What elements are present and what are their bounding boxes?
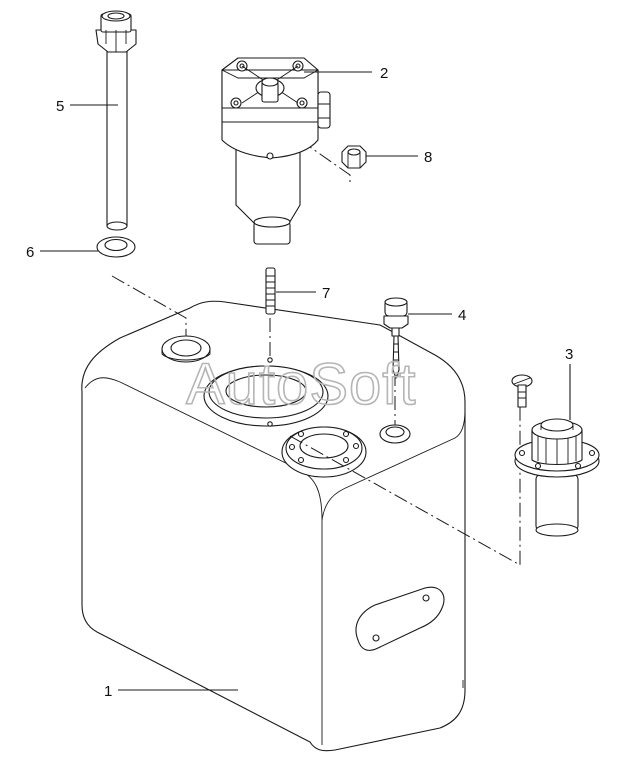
threaded-stud (265, 267, 276, 315)
side-cover-plate (355, 586, 445, 651)
breather-dipstick (383, 297, 409, 379)
leader-lines (40, 71, 571, 691)
callout-3: 3 (565, 346, 573, 363)
gauge-mount-flange (281, 426, 367, 478)
breather-port-boss (379, 424, 411, 444)
watermark: AutoSoft (186, 352, 416, 417)
suction-pipe (95, 10, 137, 231)
callout-8: 8 (424, 149, 432, 166)
return-filter (221, 57, 331, 245)
callout-4: 4 (458, 307, 466, 324)
hex-nut (341, 145, 367, 169)
filler-port-boss (161, 335, 211, 363)
filter-mount-flange (203, 357, 329, 427)
callout-2: 2 (380, 65, 388, 82)
mounting-screw (511, 374, 533, 408)
hydraulic-tank (81, 300, 466, 752)
callouts: 1 2 3 4 5 6 7 8 (26, 65, 573, 700)
sealing-washer (96, 236, 136, 258)
callout-1: 1 (104, 683, 112, 700)
callout-5: 5 (56, 98, 64, 115)
callout-7: 7 (322, 285, 330, 302)
level-gauge (511, 374, 600, 537)
callout-6: 6 (26, 244, 34, 261)
